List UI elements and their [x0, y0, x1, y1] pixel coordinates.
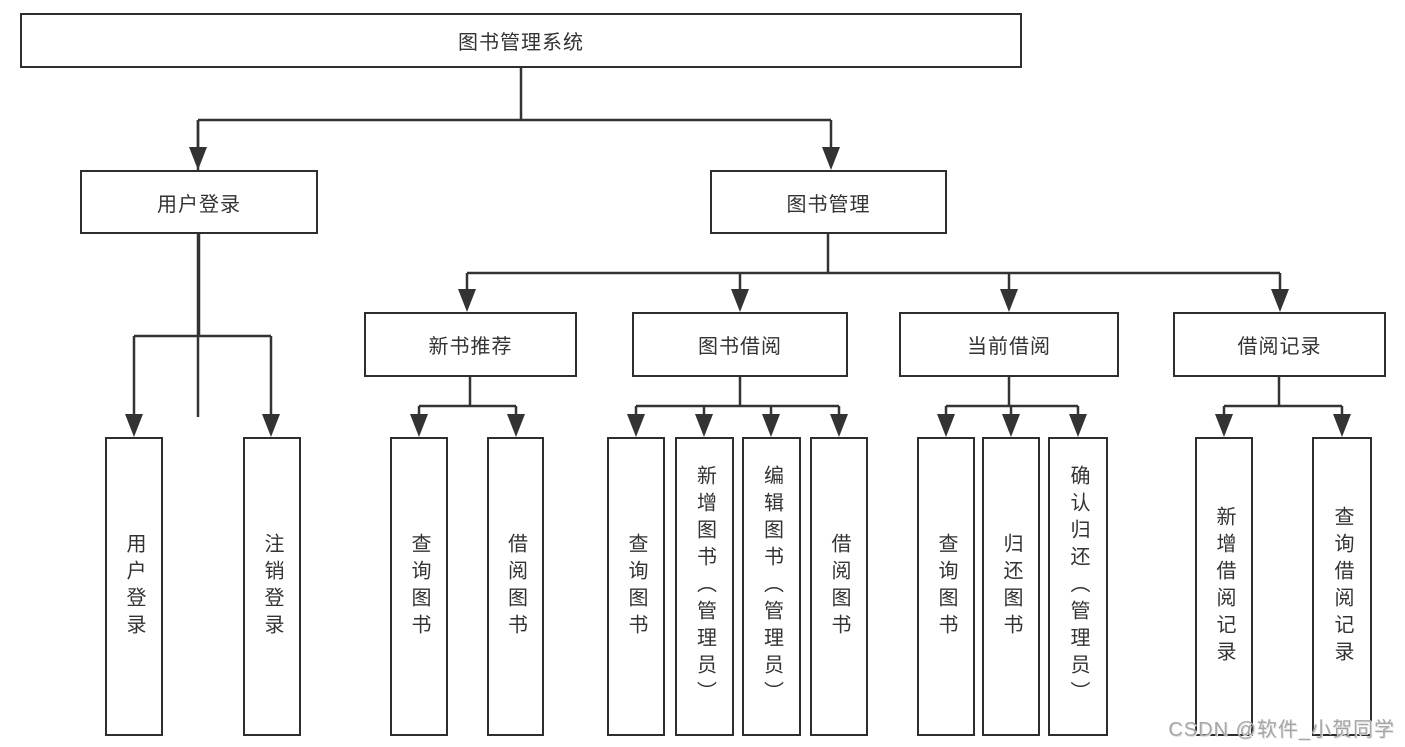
node-label: 图书管理系统: [458, 32, 584, 54]
node-book-borrowing: 图书借阅: [632, 312, 848, 377]
node-label: 图书借阅: [698, 336, 782, 358]
node-label: 新书推荐: [428, 336, 513, 358]
leaf-query-borrow-record: 查询借阅记录: [1312, 437, 1372, 736]
node-label: 新增图书（管理员）: [693, 465, 716, 708]
node-book-management-module: 图书管理: [710, 170, 947, 234]
node-label: 查询借阅记录: [1331, 505, 1353, 668]
node-label: 用户登录: [123, 532, 145, 641]
node-label: 新增借阅记录: [1213, 505, 1235, 668]
leaf-confirm-return-admin: 确认归还（管理员）: [1048, 437, 1108, 736]
node-label: 查询图书: [625, 532, 647, 641]
leaf-return-books: 归还图书: [982, 437, 1040, 736]
leaf-borrow-books: 借阅图书: [810, 437, 868, 736]
node-library-management-system: 图书管理系统: [20, 13, 1022, 68]
node-label: 确认归还（管理员）: [1067, 465, 1089, 708]
node-label: 注销登录: [261, 532, 283, 641]
node-label: 借阅图书: [504, 532, 527, 641]
leaf-query-books-current: 查询图书: [917, 437, 975, 736]
node-label: 图书管理: [786, 193, 871, 216]
leaf-add-books-admin: 新增图书（管理员）: [675, 437, 734, 736]
node-label: 用户登录: [157, 193, 241, 216]
node-label: 当前借阅: [967, 336, 1051, 358]
node-user-login-module: 用户登录: [80, 170, 318, 234]
node-label: 借阅记录: [1237, 336, 1322, 358]
leaf-query-books-borrow: 查询图书: [607, 437, 665, 736]
leaf-logout-login: 注销登录: [243, 437, 301, 736]
leaf-edit-books-admin: 编辑图书（管理员）: [742, 437, 801, 736]
leaf-query-books-newbook: 查询图书: [390, 437, 448, 736]
leaf-borrow-books-newbook: 借阅图书: [487, 437, 544, 736]
node-label: 编辑图书（管理员）: [760, 465, 783, 708]
node-label: 查询图书: [935, 532, 957, 641]
leaf-user-login: 用户登录: [105, 437, 163, 736]
leaf-add-borrow-record: 新增借阅记录: [1195, 437, 1253, 736]
node-label: 归还图书: [1000, 532, 1022, 641]
node-borrow-records: 借阅记录: [1173, 312, 1386, 377]
node-new-book-recommendation: 新书推荐: [364, 312, 577, 377]
csdn-watermark: CSDN @软件_小贺同学: [1168, 719, 1395, 741]
node-current-borrowing: 当前借阅: [899, 312, 1119, 377]
node-label: 查询图书: [408, 532, 430, 641]
node-label: 借阅图书: [828, 532, 850, 641]
